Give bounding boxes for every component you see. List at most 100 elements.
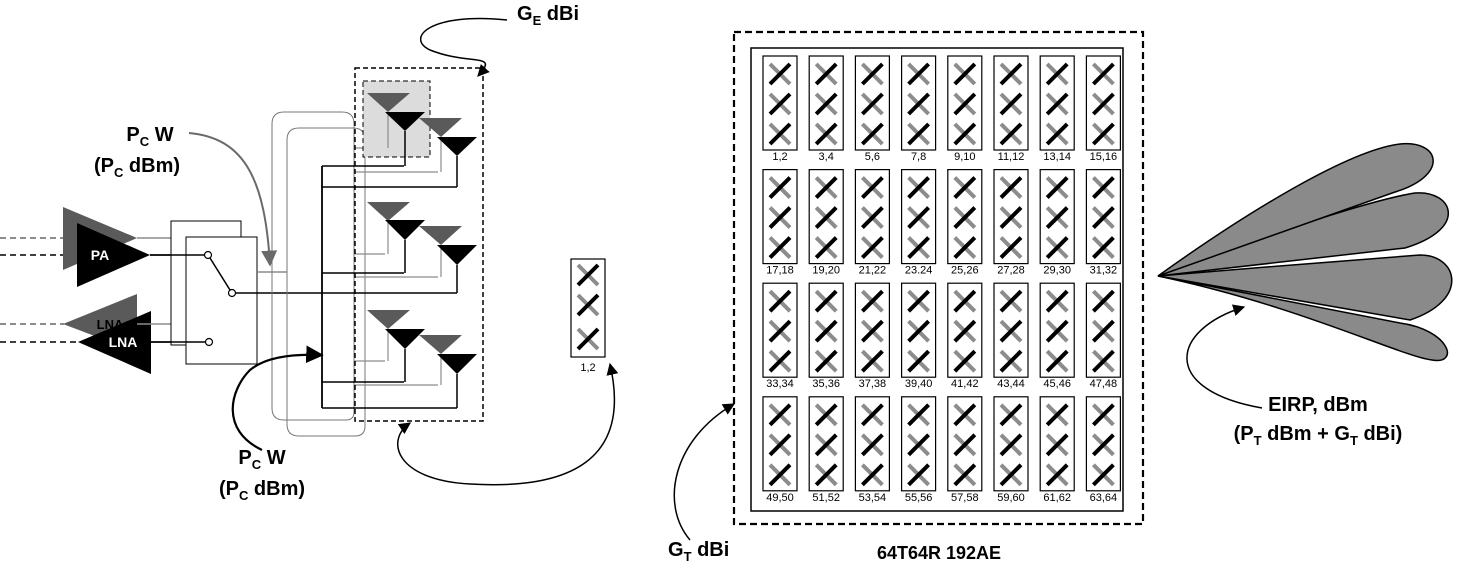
antenna-icon [437,354,477,374]
array-column-label: 33,34 [766,378,794,390]
dual-polarized-element-icon [1045,122,1069,146]
dual-polarized-element-icon [953,463,977,487]
array-column-label: 19,20 [812,265,840,277]
antenna-icon [419,118,462,137]
array-column: 39,40 [900,282,937,390]
array-column: 3,4 [808,55,844,163]
dual-polarized-element-icon [860,122,884,146]
dual-polarized-element-icon [907,289,931,313]
pc-bottom-label-line2: (PC dBm) [219,478,305,503]
dual-polarized-element-icon [768,463,792,487]
dual-polarized-element-icon [999,403,1023,427]
dual-polarized-element-icon [907,319,931,343]
pa-label: PA [91,247,109,263]
array-column: 1,2 [762,55,798,163]
dual-polarized-element-icon [1045,433,1069,457]
array-column-label: 55,56 [905,492,933,504]
array-column-label: 45,46 [1043,378,1071,390]
array-column: 35,36 [808,282,844,390]
array-column-label: 9,10 [954,151,975,163]
dual-polarized-element-icon [814,403,838,427]
array-column: 25,26 [947,169,983,277]
dual-polarized-element-icon [860,319,884,343]
dual-polarized-element-icon [999,289,1023,313]
dual-polarized-element-icon [1091,236,1115,260]
dual-polarized-element-icon [1045,176,1069,200]
antenna-icon [385,112,425,131]
dual-polarized-element-icon [1091,319,1115,343]
array-column: 29,30 [1039,169,1075,277]
beam-pattern: EIRP, dBm (PT dBm + GT dBi) [1157,143,1453,448]
switch-contact-tx [203,250,213,260]
dual-polarized-element-icon [860,236,884,260]
gt-arrow [673,403,736,541]
array-column: 51,52 [808,396,844,504]
dual-polarized-element-icon [768,319,792,343]
array-column: 21,22 [854,169,891,277]
dual-polarized-element-icon [999,463,1023,487]
dual-polarized-element-icon [768,403,792,427]
array-column: 47,48 [1085,282,1122,390]
feed-network-back [271,111,355,421]
array-column: 27,28 [993,169,1029,277]
array-column: 61,62 [1039,396,1075,504]
dual-polarized-element-icon [768,349,792,373]
array-column: 11,12 [993,55,1029,163]
dual-polarized-element-icon [1091,349,1115,373]
dual-polarized-element-icon [814,176,838,200]
dual-polarized-element-icon [1091,463,1115,487]
dual-polarized-element-icon [907,236,931,260]
dual-polarized-element-icon [907,463,931,487]
dual-polarized-element-icon [860,62,884,86]
array-column: 33,34 [762,282,798,390]
array-column-label: 37,38 [859,378,887,390]
dual-polarized-element-icon [1045,349,1069,373]
dual-polarized-element-icon [860,433,884,457]
dual-polarized-element-icon [860,403,884,427]
array-column-label: 39,40 [905,378,933,390]
array-column: 17,18 [762,169,798,277]
dual-polarized-element-icon [907,62,931,86]
array-column-label: 17,18 [766,265,794,277]
array-panel [750,47,1124,512]
eirp-label-line2: (PT dBm + GT dBi) [1234,423,1403,448]
dual-polarized-element-icon [814,319,838,343]
dual-polarized-element-icon [999,236,1023,260]
dual-polarized-element-icon [999,433,1023,457]
pc-top-label-line1: PC W [126,124,173,149]
pc-bottom-arrow [231,345,324,451]
array-column-label: 23.24 [905,265,933,277]
dual-polarized-element-icon [576,263,600,287]
dual-polarized-element-icon [999,349,1023,373]
dual-polarized-element-icon [907,92,931,116]
dual-polarized-element-icon [814,463,838,487]
array-column: 53,54 [854,396,891,504]
antenna-icon [437,245,477,265]
array-column: 41,42 [947,282,983,390]
array-name-label: 64T64R 192AE [877,543,1001,562]
array-column: 13,14 [1039,55,1075,163]
array-column: 37,38 [854,282,891,390]
dual-polarized-element-icon [860,289,884,313]
dual-polarized-element-icon [860,206,884,230]
array-column-label: 11,12 [998,151,1025,163]
switch-contact-rx [204,337,214,347]
dual-polarized-element-icon [1091,92,1115,116]
dual-polarized-element-icon [814,349,838,373]
single-column-element: 1,2 [396,258,619,486]
array-column: 63,64 [1085,396,1122,504]
dual-polarized-element-icon [860,463,884,487]
array-column: 5,6 [854,55,891,163]
pa-triangle [77,223,150,287]
dual-polarized-element-icon [1091,403,1115,427]
dual-polarized-element-icon [768,92,792,116]
dual-polarized-element-icon [907,122,931,146]
array-column-label: 13,14 [1043,151,1071,163]
antenna-icon [367,202,410,221]
array-column-label: 15,16 [1090,151,1118,163]
array-column-label: 43,44 [997,378,1025,390]
array-column: 9,10 [947,55,983,163]
array-column: 23.24 [900,169,937,277]
